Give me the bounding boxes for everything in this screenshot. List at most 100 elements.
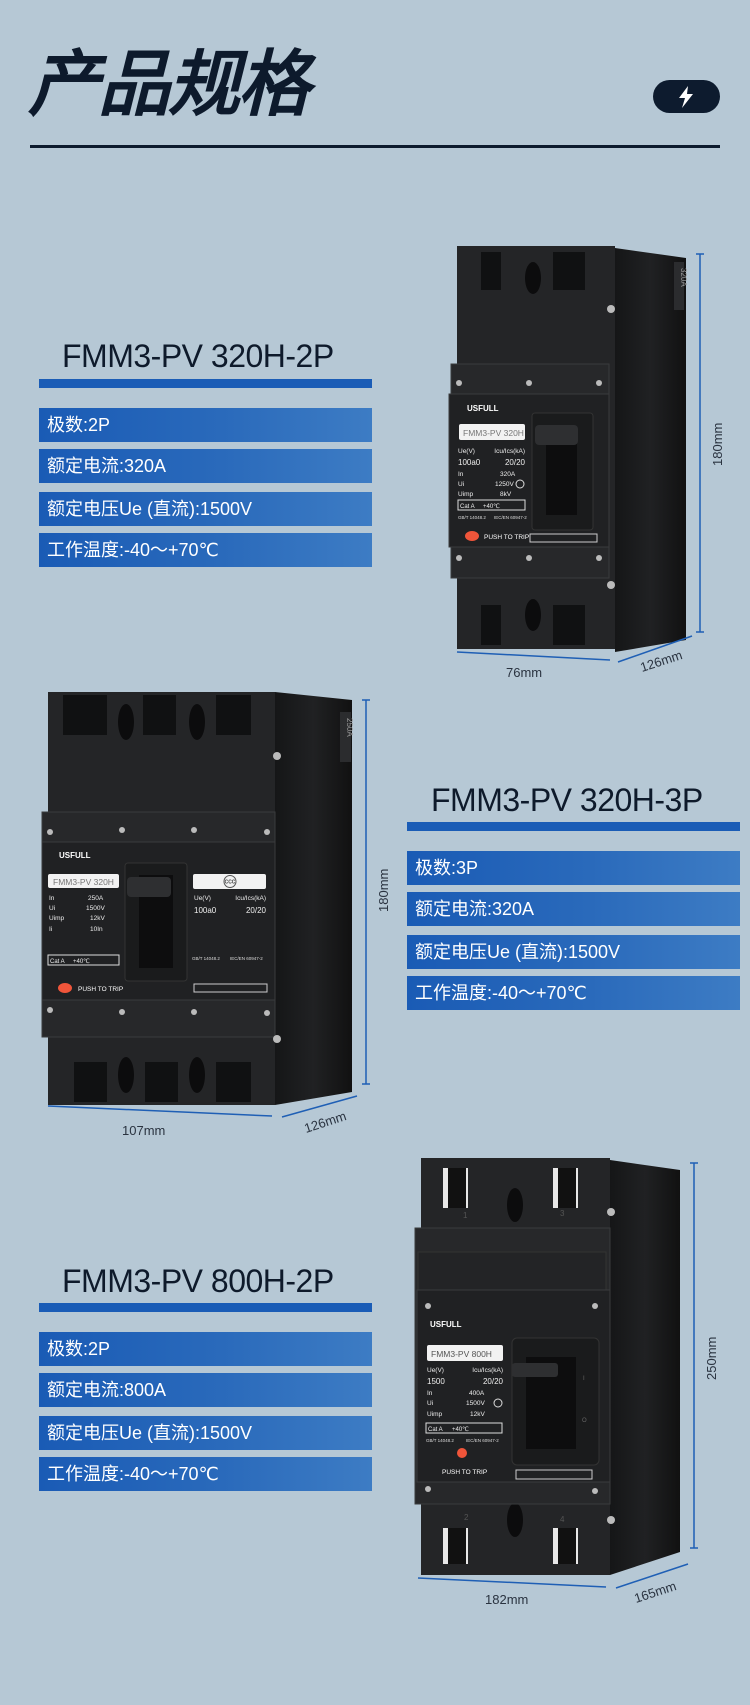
product-image-320h-3p: 250A USFULL FMM3-PV 320H In 250A Ui 1500… — [41, 692, 391, 1138]
spec-row-voltage: 额定电压Ue (直流):1500V — [407, 935, 740, 969]
label-text: GB/T 14048.2 — [192, 956, 220, 961]
spec-row-current: 额定电流:320A — [407, 892, 740, 926]
spec-row-temperature: 工作温度:-40～+70℃ — [39, 533, 372, 567]
handle-mark: O — [582, 1418, 587, 1424]
label-text: Icu/Ics(kA) — [494, 448, 525, 455]
heading-underline — [39, 1303, 372, 1312]
depth-dimension: 126mm — [638, 647, 684, 675]
height-dimension: 250mm — [704, 1337, 719, 1380]
brand-text: USFULL — [467, 404, 499, 413]
terminal-number: 2 — [464, 1513, 469, 1522]
label-text: +40℃ — [73, 958, 90, 965]
label-text: 100a0 — [458, 458, 481, 467]
spec-row-voltage: 额定电压Ue (直流):1500V — [39, 1416, 372, 1450]
label-text: In — [458, 471, 464, 478]
lightning-badge — [653, 80, 720, 113]
label-model-text: FMM3-PV 800H — [431, 1349, 492, 1359]
label-text: Cat A — [428, 1427, 443, 1433]
product-model-heading: FMM3-PV 800H-2P — [62, 1263, 334, 1299]
terminal-number: 3 — [560, 1209, 565, 1218]
side-rating-text: 250A — [345, 718, 354, 737]
label-text: Icu/Ics(kA) — [472, 1367, 503, 1374]
dimension-lines — [417, 1162, 698, 1589]
depth-dimension: 126mm — [302, 1108, 348, 1136]
label-text: PUSH TO TRIP — [442, 1469, 487, 1476]
handle-mark: I — [583, 1376, 585, 1382]
label-text: 1500V — [466, 1400, 485, 1407]
product-image-800h-2p: 1 3 2 4 I O USFULL FMM3-PV 800H Ue(V) Ic… — [414, 1158, 719, 1607]
label-text: 20/20 — [246, 906, 267, 915]
label-text: Ui — [427, 1400, 433, 1407]
label-text: Ui — [458, 481, 464, 488]
dimension-lines — [47, 699, 370, 1118]
label-text: Ue(V) — [427, 1367, 444, 1374]
ccc-cert-icon — [223, 875, 237, 888]
page-title: 产品规格 — [28, 45, 310, 125]
product-image-320h-2p: 320A USFULL FMM3-PV 320H Ue(V) Icu/Ics(k… — [448, 246, 725, 680]
label-text: 12kV — [90, 915, 105, 922]
label-text: IEC/EN 60947-2 — [230, 956, 263, 961]
lightning-icon — [679, 86, 693, 108]
product-model-heading: FMM3-PV 320H-3P — [431, 782, 703, 818]
label-text: Uimp — [49, 915, 65, 922]
push-to-trip-button[interactable] — [465, 531, 479, 541]
label-text: 1500V — [86, 905, 105, 912]
width-dimension: 182mm — [485, 1592, 528, 1607]
label-text: GB/T 14048.2 — [426, 1438, 454, 1443]
label-text: PUSH TO TRIP — [484, 534, 529, 541]
label-text: Cat A — [50, 959, 65, 965]
label-text: In — [427, 1390, 433, 1397]
spec-row-voltage: 额定电压Ue (直流):1500V — [39, 492, 372, 526]
label-text: Uimp — [458, 491, 474, 498]
label-text: 20/20 — [505, 458, 526, 467]
label-text: 8kV — [500, 491, 512, 498]
label-text: In — [49, 895, 55, 902]
push-to-trip-button[interactable] — [457, 1448, 467, 1458]
terminal-number: 4 — [560, 1515, 565, 1524]
brand-text: USFULL — [59, 851, 91, 860]
side-rating-text: 320A — [679, 268, 688, 287]
label-text: 400A — [469, 1390, 485, 1397]
width-dimension: 107mm — [122, 1123, 165, 1138]
depth-dimension: 165mm — [632, 1578, 678, 1606]
label-model-text: FMM3-PV 320H — [53, 877, 114, 887]
label-text: Uimp — [427, 1411, 443, 1418]
label-text: 1250V — [495, 481, 514, 488]
label-text: GB/T 14048.2 — [458, 515, 486, 520]
spec-row-poles: 极数:2P — [39, 408, 372, 442]
spec-row-current: 额定电流:320A — [39, 449, 372, 483]
spec-row-current: 额定电流:800A — [39, 1373, 372, 1407]
label-text: Ue(V) — [458, 448, 475, 455]
label-text: +40℃ — [483, 503, 500, 510]
label-text: Cat A — [460, 504, 475, 510]
label-text: IEC/EN 60947-2 — [466, 1438, 499, 1443]
push-to-trip-button[interactable] — [58, 983, 72, 993]
label-text: +40℃ — [452, 1426, 469, 1433]
spec-row-temperature: 工作温度:-40～+70℃ — [407, 976, 740, 1010]
width-dimension: 76mm — [506, 665, 542, 680]
brand-text: USFULL — [430, 1320, 462, 1329]
label-text: 320A — [500, 471, 516, 478]
label-text: 20/20 — [483, 1377, 504, 1386]
label-text: 12kV — [470, 1411, 485, 1418]
label-text: Ui — [49, 905, 55, 912]
label-text: 10In — [90, 926, 103, 933]
spec-row-poles: 极数:3P — [407, 851, 740, 885]
spec-row-poles: 极数:2P — [39, 1332, 372, 1366]
label-text: Icu/Ics(kA) — [235, 895, 266, 902]
header-divider — [30, 145, 720, 148]
height-dimension: 180mm — [710, 423, 725, 466]
label-text: Ue(V) — [194, 895, 211, 902]
heading-underline — [39, 379, 372, 388]
dimension-lines — [456, 253, 704, 663]
product-model-heading: FMM3-PV 320H-2P — [62, 338, 334, 374]
terminal-number: 1 — [463, 1211, 468, 1220]
spec-row-temperature: 工作温度:-40～+70℃ — [39, 1457, 372, 1491]
heading-underline — [407, 822, 740, 831]
label-text: Ii — [49, 926, 52, 933]
height-dimension: 180mm — [376, 869, 391, 912]
label-text: 250A — [88, 895, 104, 902]
label-text: IEC/EN 60947-2 — [494, 515, 527, 520]
label-text: 1500 — [427, 1377, 445, 1386]
label-model-text: FMM3-PV 320H — [463, 428, 524, 438]
